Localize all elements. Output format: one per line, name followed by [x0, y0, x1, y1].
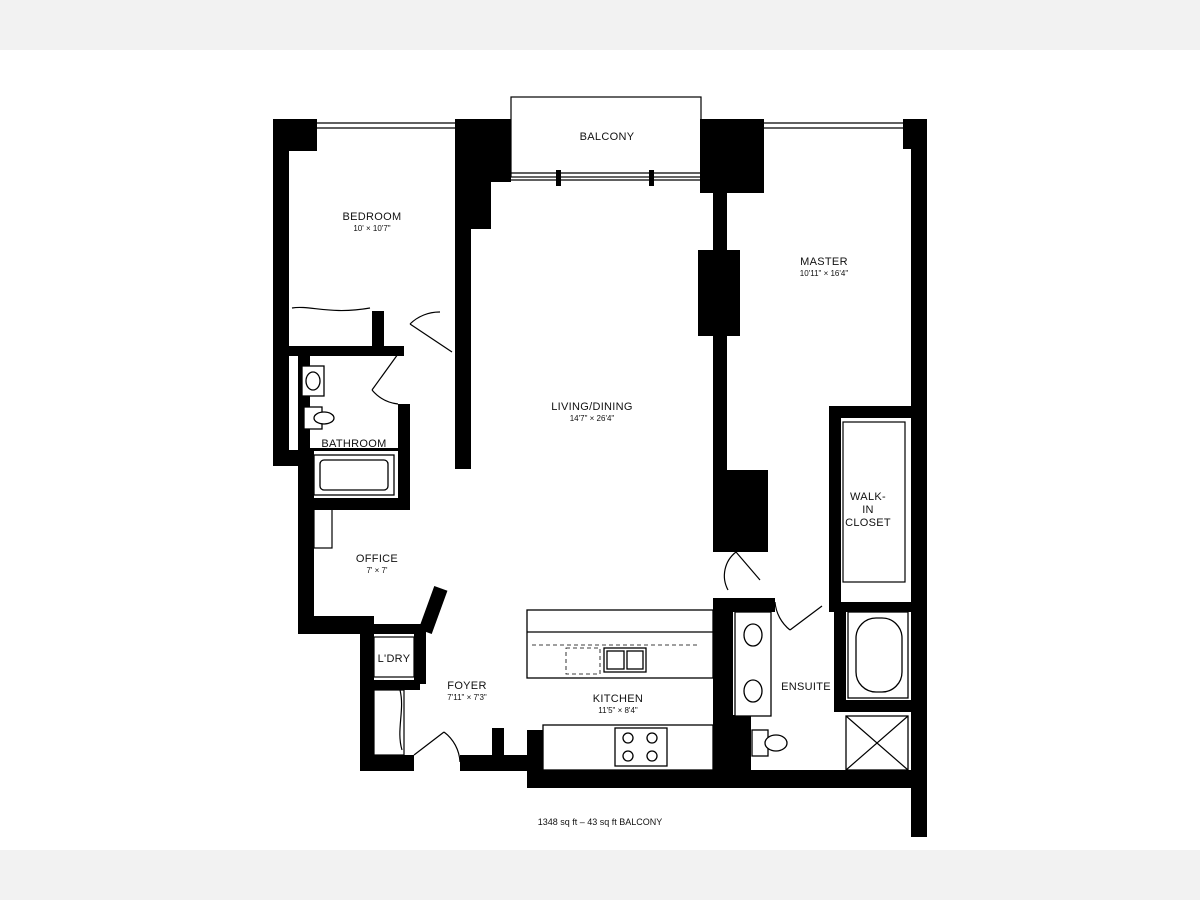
- door-bathroom: [371, 353, 399, 405]
- label-ensuite: ENSUITE: [781, 681, 831, 693]
- floor-plan-canvas: BEDROOM 10' × 10'7" BALCONY MASTER 10'11…: [0, 50, 1200, 850]
- label-foyer: FOYER: [447, 680, 486, 692]
- label-office: OFFICE: [356, 553, 398, 565]
- dims-office: 7' × 7': [366, 566, 388, 575]
- walls: [273, 96, 927, 837]
- label-bedroom: BEDROOM: [343, 211, 402, 223]
- dims-bedroom: 10' × 10'7": [353, 224, 390, 233]
- dims-foyer: 7'11" × 7'3": [447, 693, 487, 702]
- fixtures: [301, 365, 909, 771]
- floor-plan: BEDROOM 10' × 10'7" BALCONY MASTER 10'11…: [273, 96, 927, 837]
- dims-kitchen: 11'5" × 8'4": [598, 706, 638, 715]
- wall-left-lower: [360, 616, 374, 771]
- dims-master: 10'11" × 16'4": [800, 269, 849, 278]
- dims-living-dining: 14'7" × 26'4": [570, 414, 615, 423]
- door-bedroom: [409, 311, 453, 353]
- label-master: MASTER: [800, 256, 848, 268]
- wall-fireplace: [698, 250, 740, 336]
- wall-pillar-balcony-right: [700, 119, 764, 193]
- wall-left-mid: [298, 460, 314, 634]
- label-walkin-1: WALK-: [850, 491, 886, 503]
- door-entry: [413, 731, 461, 763]
- label-kitchen: KITCHEN: [593, 693, 643, 705]
- label-living-dining: LIVING/DINING: [551, 401, 633, 413]
- label-walkin-3: CLOSET: [845, 517, 891, 529]
- door-ensuite: [774, 601, 823, 631]
- door-master: [723, 551, 761, 591]
- label-bathroom: BATHROOM: [321, 438, 386, 450]
- area-summary: 1348 sq ft – 43 sq ft BALCONY: [538, 817, 663, 827]
- label-balcony: BALCONY: [580, 131, 635, 143]
- wall-left-upper: [273, 119, 289, 465]
- wall-bathroom-bottom: [298, 498, 410, 510]
- wall-column: [713, 470, 768, 552]
- doors: [291, 306, 838, 763]
- wall-right: [911, 119, 927, 837]
- room-labels: BEDROOM 10' × 10'7" BALCONY MASTER 10'11…: [321, 131, 890, 715]
- laundry-machine: [373, 636, 415, 678]
- label-walkin-2: IN: [862, 504, 874, 516]
- label-laundry: L'DRY: [378, 653, 411, 665]
- kitchen-stove: [614, 727, 668, 767]
